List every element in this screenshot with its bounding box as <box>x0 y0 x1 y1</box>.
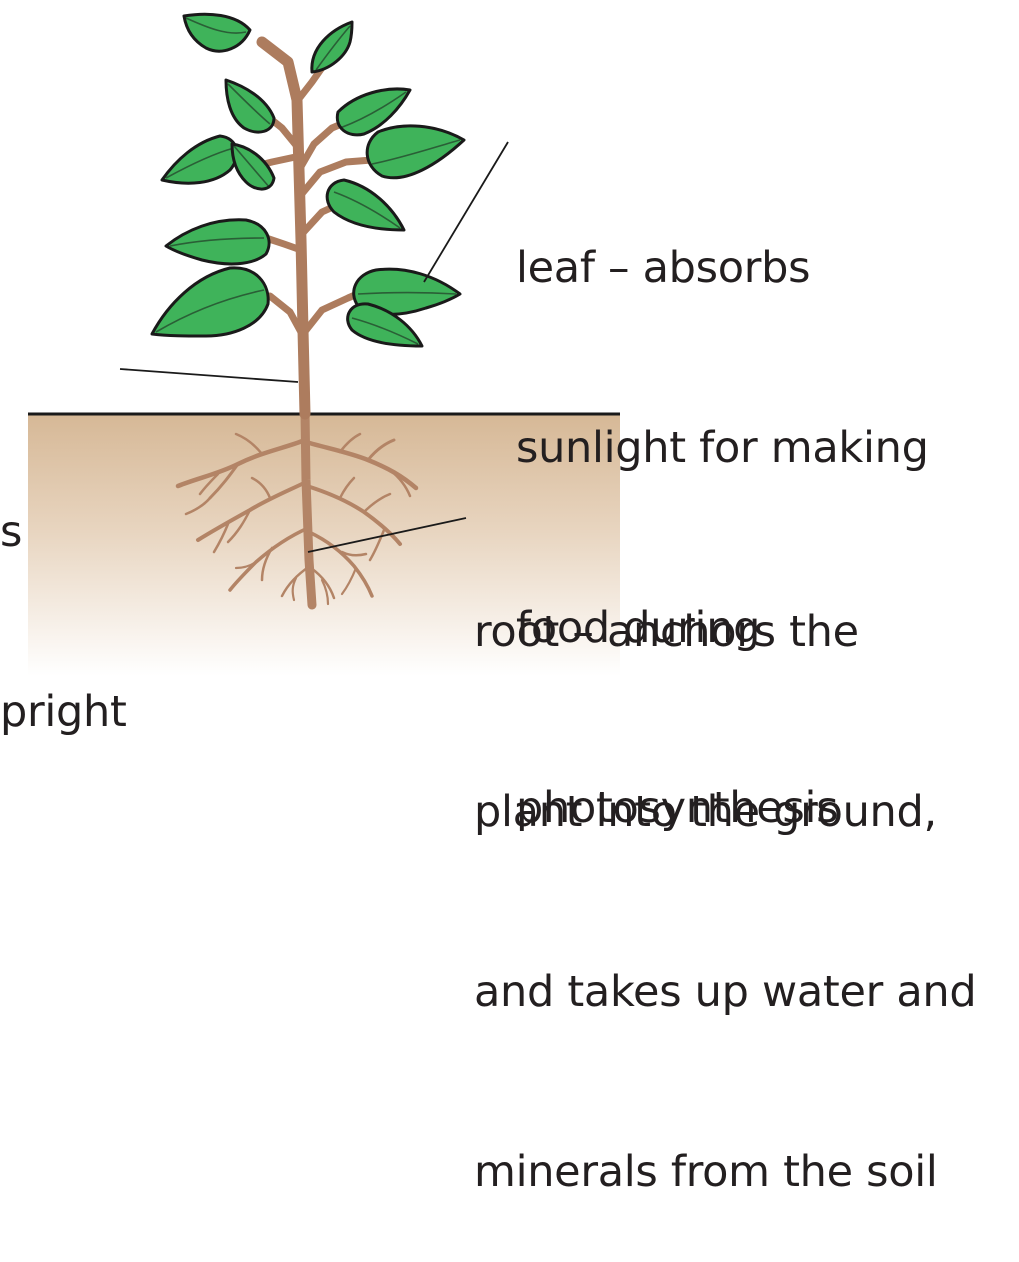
stem-pointer-line <box>120 369 298 382</box>
leaf-upper-left <box>226 80 274 132</box>
leaf-top-left <box>184 14 250 51</box>
leaf-mid-right-large <box>367 126 464 178</box>
leaf-label-line-2: sunlight for making <box>516 418 929 478</box>
stem-label: s pright <box>0 262 140 922</box>
leaf-top-right <box>312 22 352 72</box>
leaves <box>152 14 464 346</box>
leaf-mid-left <box>162 136 237 183</box>
leaf-label-line-1: leaf – absorbs <box>516 238 929 298</box>
leaf-bottom-left <box>152 268 268 336</box>
leaf-mid-right-small <box>327 180 404 230</box>
stem-label-line-1: s <box>0 502 80 562</box>
leaf-mid-inner-left <box>232 144 274 189</box>
root-label-line-4: minerals from the soil <box>474 1142 976 1202</box>
root-label-line-1: root – anchors the <box>474 602 976 662</box>
stem-label-line-2: pright <box>0 682 80 742</box>
root-label-line-3: and takes up water and <box>474 962 976 1022</box>
leaf-lower-left <box>166 220 269 264</box>
root-label: root – anchors the plant into the ground… <box>474 482 976 1262</box>
root-label-line-2: plant into the ground, <box>474 782 976 842</box>
stem <box>248 42 372 414</box>
